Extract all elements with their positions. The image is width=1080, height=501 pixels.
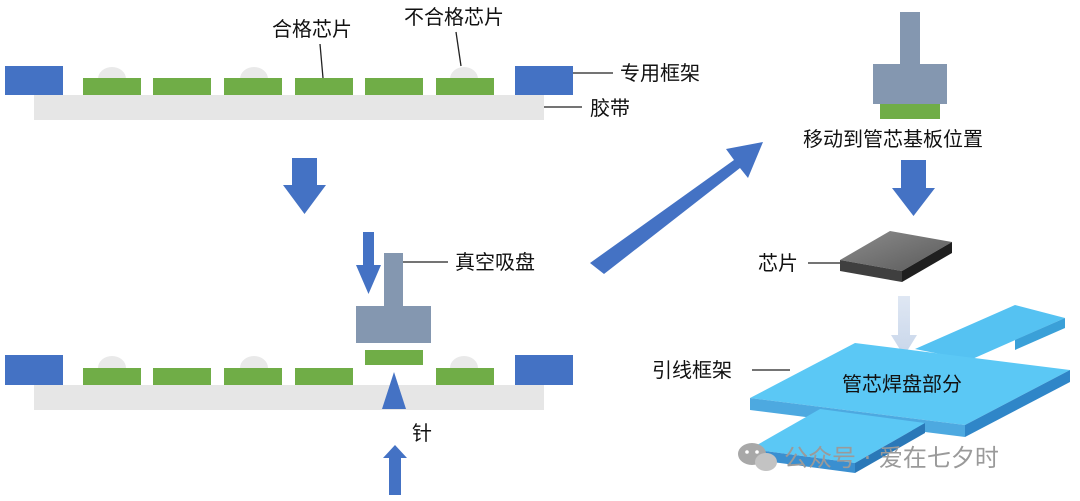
move-to-substrate-label: 移动到管芯基板位置	[803, 127, 983, 151]
good-chip-label: 合格芯片	[272, 17, 352, 41]
special-frame-left-top	[5, 66, 63, 95]
chip-block-front	[840, 260, 902, 282]
chip-bottom	[224, 368, 282, 385]
vacuum-cup-label: 真空吸盘	[455, 250, 535, 274]
chip-bottom	[153, 368, 211, 385]
down-arrow-icon	[356, 232, 381, 294]
chip-top	[436, 78, 494, 95]
special-frame-left-bottom	[5, 355, 63, 385]
special-frame-right-bottom	[515, 355, 573, 385]
chip-block-top	[840, 231, 952, 271]
chip-bottom	[83, 368, 141, 385]
chip-label: 芯片	[758, 251, 798, 275]
bottom-pickup-stage: 真空吸盘 针	[5, 232, 573, 495]
lead-frame-arm	[915, 305, 1065, 360]
tape-top	[34, 95, 544, 120]
bad-chip-label: 不合格芯片	[404, 5, 504, 29]
special-frame-label: 专用框架	[620, 61, 700, 85]
leader-good-chip	[319, 43, 324, 79]
down-arrow-icon	[892, 160, 935, 216]
chip-top	[83, 78, 141, 95]
chip-bottom	[295, 368, 353, 385]
chip-top	[224, 78, 282, 95]
placement-stage: 移动到管芯基板位置 芯片 引线框架 管芯焊盘部分	[652, 12, 1070, 473]
chip-top	[295, 78, 353, 95]
watermark: 公众号 · 爱在七夕时	[738, 443, 999, 472]
lead-frame-front-arm	[750, 409, 925, 463]
leader-bad-chip	[455, 31, 462, 67]
vacuum-cup-stem	[384, 253, 403, 308]
chip-bottom	[436, 368, 494, 385]
tape-bottom	[34, 385, 544, 410]
lead-frame-arm-edge	[1015, 318, 1065, 350]
lead-frame-front-arm-side	[855, 423, 925, 473]
down-arrow-icon	[283, 158, 326, 214]
special-frame-right-top	[515, 66, 573, 95]
placer-head	[873, 64, 947, 104]
lead-frame-front-arm-edge	[750, 449, 855, 473]
lead-frame-body	[750, 343, 1070, 425]
die-pad-label: 管芯焊盘部分	[842, 372, 962, 396]
held-chip	[880, 104, 940, 119]
up-arrow-icon	[383, 445, 407, 495]
chip-top	[153, 78, 211, 95]
needle-label: 针	[412, 421, 432, 445]
chip-block-side	[902, 242, 952, 282]
vacuum-cup-head	[356, 306, 431, 343]
diagonal-arrow-icon	[590, 142, 763, 274]
placer-stem	[900, 12, 920, 67]
lead-frame-body-side	[965, 370, 1070, 437]
needle-icon	[382, 372, 406, 409]
chip-lifted	[365, 350, 423, 365]
tape-label: 胶带	[590, 96, 630, 120]
lead-frame-label: 引线框架	[652, 358, 732, 382]
chip-top	[365, 78, 423, 95]
top-wafer-stage: 合格芯片 不合格芯片 专用框架 胶带	[5, 5, 700, 120]
pale-down-arrow-icon	[891, 296, 917, 356]
watermark-text: 公众号 · 爱在七夕时	[784, 444, 999, 472]
wechat-icon	[738, 443, 777, 471]
